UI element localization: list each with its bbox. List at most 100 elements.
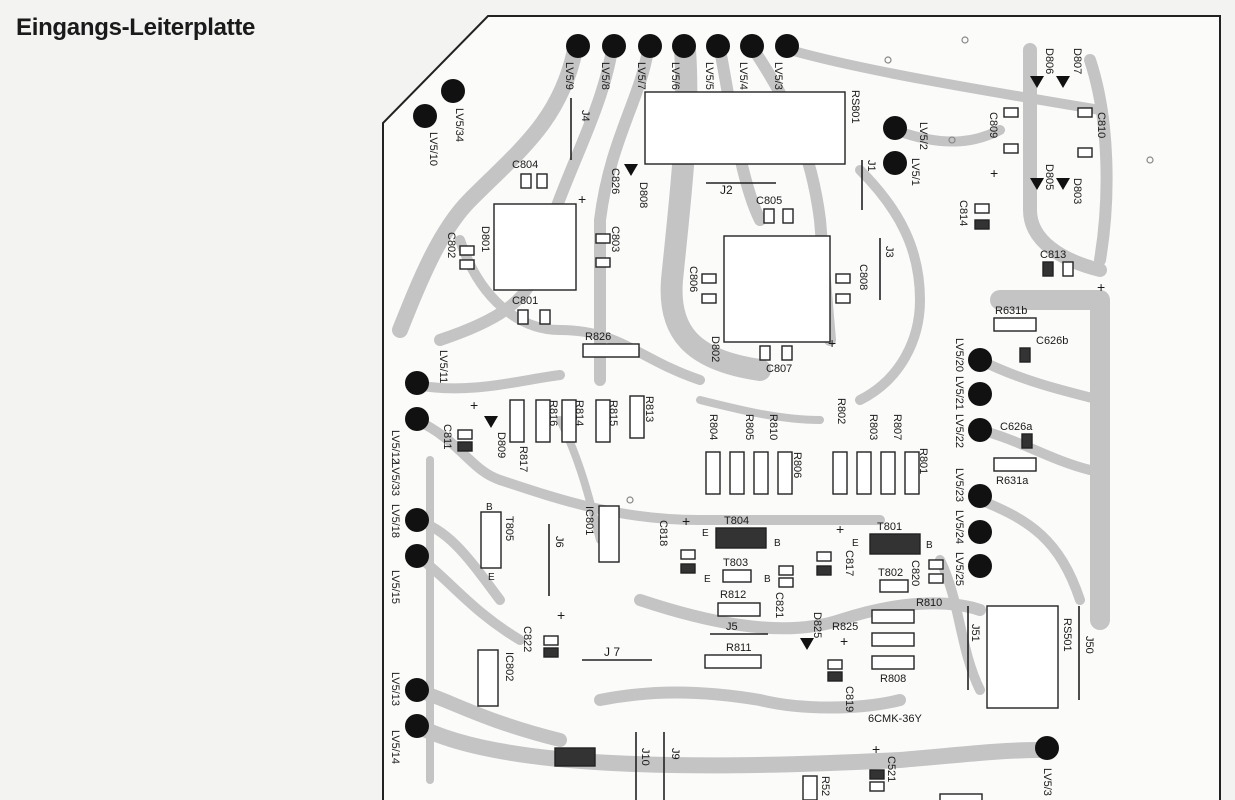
connector-pad: [706, 34, 730, 58]
connector-pad: [740, 34, 764, 58]
connector-pad: [413, 104, 437, 128]
cap-c814b: [974, 219, 990, 230]
label-lv5-3: LV5/3: [772, 62, 784, 90]
label-t801: T801: [877, 521, 902, 533]
connector-pad: [405, 678, 429, 702]
label-r815: R815: [607, 400, 619, 426]
component-labels: C804 C801 C805 C807 R826 C813 R631b C626…: [470, 159, 1105, 757]
label-r814: R814: [573, 400, 585, 426]
label-c626b: C626b: [1036, 335, 1068, 347]
label-lv5-24: LV5/24: [953, 510, 965, 544]
label-c822: C822: [521, 626, 533, 652]
connector-pad: [968, 348, 992, 372]
label-c805: C805: [756, 195, 782, 207]
jumper-lines: [548, 98, 1080, 800]
cap-c813: [1042, 261, 1054, 277]
label-r809: R810: [767, 414, 779, 440]
rotated-labels: LV5/9 LV5/8 LV5/7 LV5/6 LV5/5 LV5/4 LV5/…: [389, 48, 1107, 796]
pin-b: B: [774, 538, 781, 549]
resistor-r802: [832, 451, 848, 495]
label-c809: C809: [987, 112, 999, 138]
pin-b: B: [486, 502, 493, 513]
cap-c821: [778, 565, 794, 576]
label-r812: R812: [720, 589, 746, 601]
pin-b: B: [764, 574, 771, 585]
connector-pad: [883, 151, 907, 175]
label-j6: J6: [553, 536, 565, 548]
label-r803: R803: [867, 414, 879, 440]
resistor-r815: [595, 399, 611, 443]
label-c802: C802: [445, 232, 457, 258]
label-c801: C801: [512, 295, 538, 307]
label-c818: C818: [657, 520, 669, 546]
label-d807: D807: [1071, 48, 1083, 74]
ic-d801-body: [493, 203, 577, 291]
label-r52: R52: [819, 776, 831, 796]
t804-body: [715, 527, 767, 549]
label-d825: D825: [811, 612, 823, 638]
connector-pad: [968, 382, 992, 406]
resistor-r804: [705, 451, 721, 495]
label-ic801: IC801: [583, 506, 595, 535]
label-r801: R801: [917, 448, 929, 474]
label-r826: R826: [585, 331, 611, 343]
page-title: Eingangs-Leiterplatte: [16, 14, 256, 41]
connector-pad: [968, 484, 992, 508]
cap-c802: [459, 245, 475, 256]
label-r805: R805: [743, 414, 755, 440]
label-t803: T803: [723, 557, 748, 569]
label-j3: J3: [883, 246, 895, 258]
label-c826: C826: [609, 168, 621, 194]
cap-c808: [835, 273, 851, 284]
cap-c809b: [1003, 143, 1019, 154]
connector-pad: [405, 371, 429, 395]
t802-body: [879, 579, 909, 593]
cap-c626b: [1019, 347, 1031, 363]
label-d808: D808: [637, 182, 649, 208]
cap-c801b: [539, 309, 551, 325]
label-c810: C810: [1095, 112, 1107, 138]
label-r816: R816: [547, 400, 559, 426]
label-j4: J4: [579, 110, 591, 122]
resistor-r813: [629, 395, 645, 439]
label-rs801: RS801: [849, 90, 861, 124]
pin-e: E: [488, 572, 495, 583]
label-lv5-11: LV5/11: [437, 350, 449, 383]
connector-pad: [638, 34, 662, 58]
t805-body: [480, 511, 502, 569]
ic-d802-body: [723, 235, 831, 343]
label-r802: R802: [835, 398, 847, 424]
component-bodies: [457, 91, 1093, 800]
label-r807: R807: [891, 414, 903, 440]
label-t804: T804: [724, 515, 749, 527]
label-lv5-33: LV5/33: [389, 462, 401, 496]
connector-pad: [1035, 736, 1059, 760]
label-lv5-23: LV5/23: [953, 468, 965, 502]
cap-c804: [520, 173, 532, 189]
resistor-r52b: [939, 793, 983, 800]
label-lv5-20: LV5/20: [953, 338, 965, 372]
cap-c817b: [816, 565, 832, 576]
cap-c805b: [782, 208, 794, 224]
label-j2: J2: [720, 183, 733, 197]
polarity-mark: +: [836, 521, 844, 537]
label-lv5-6: LV5/6: [669, 62, 681, 90]
label-lv5-8: LV5/8: [599, 62, 611, 90]
label-lv5-15: LV5/15: [389, 570, 401, 604]
label-j50: J50: [1083, 636, 1095, 654]
label-lv5-34: LV5/34: [453, 108, 465, 142]
label-r808: R808: [880, 673, 906, 685]
resistor-r52: [802, 775, 818, 800]
connector-pad: [672, 34, 696, 58]
label-c811: C811: [441, 424, 453, 449]
label-d805: D805: [1043, 164, 1055, 190]
label-t802: T802: [878, 567, 903, 579]
cap-c819: [827, 659, 843, 670]
resistor-r806: [777, 451, 793, 495]
connector-pad: [775, 34, 799, 58]
label-lv5-5: LV5/5: [703, 62, 715, 90]
cap-c814: [974, 203, 990, 214]
label-lv5-13: LV5/13: [389, 672, 401, 706]
cap-c809: [1003, 107, 1019, 118]
